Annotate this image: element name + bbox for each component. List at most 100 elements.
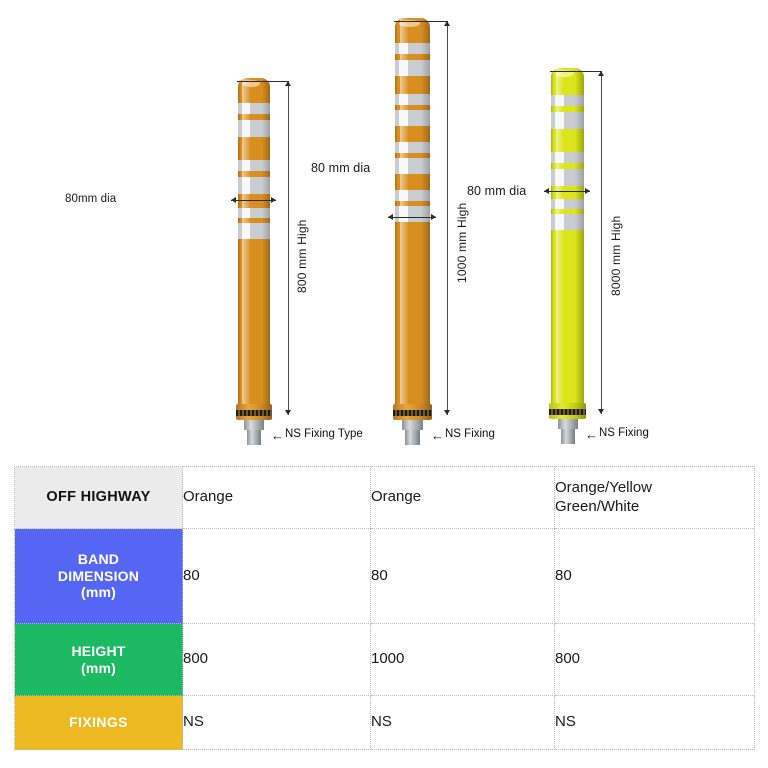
cell-band-col1: 80 <box>182 528 371 624</box>
bollard-3-band-6 <box>551 214 584 230</box>
bollard-3-height-arrow-top <box>598 71 604 76</box>
bollard-3-fixing-label: NS Fixing <box>599 427 649 439</box>
bollard-1-right-shade <box>261 78 270 406</box>
bollard-2-height-line <box>447 21 448 415</box>
height-header-line1: HEIGHT <box>71 642 126 659</box>
bollard-3-right-shade <box>575 68 584 405</box>
bollard-2-dia-arrow-right <box>431 214 436 220</box>
bollard-3-gloss-highlight <box>555 68 563 405</box>
table-row-band-dimension: BAND DIMENSION (mm) 80 80 80 <box>14 528 755 624</box>
bollard-3-dia-line <box>544 191 590 192</box>
bollard-1-band-6 <box>238 223 270 239</box>
cell-off-highway-col3-line1: Orange/Yellow <box>555 479 653 497</box>
bollard-1-gloss-highlight <box>242 78 250 406</box>
bollard-3-dia-arrow-left <box>544 188 549 194</box>
row-header-off-highway: OFF HIGHWAY <box>14 466 183 529</box>
bollard-3-band-5 <box>551 199 584 209</box>
bollard-3-fixing-arrow: ← <box>585 427 598 442</box>
bollard-2-band-7 <box>395 190 430 201</box>
bollard-2-cap-highlight <box>399 20 420 27</box>
bollard-2-socket-upper <box>402 420 423 430</box>
specification-table: OFF HIGHWAY Orange Orange Orange/Yellow … <box>14 466 755 750</box>
bollard-2-post <box>395 18 430 406</box>
bollard-1-post <box>238 78 270 406</box>
bollard-2-dia-label: 80 mm dia <box>311 161 371 175</box>
bollard-2-socket-lower <box>405 430 420 445</box>
bollard-3-top-extension <box>550 71 602 72</box>
bollard-diagram-area: 80mm dia 800 mm High ← NS Fixing Type <box>65 18 741 448</box>
cell-height-col3: 800 <box>554 623 755 696</box>
table-row-fixings: FIXINGS NS NS NS <box>14 695 755 750</box>
cell-off-highway-col3: Orange/Yellow Green/White <box>554 466 755 529</box>
bollard-3-post <box>551 68 584 405</box>
bollard-1-dia-line <box>231 200 276 201</box>
bollard-3-band-2 <box>551 112 584 129</box>
row-header-fixings: FIXINGS <box>14 695 183 750</box>
cell-off-highway-col3-line2: Green/White <box>555 497 640 515</box>
row-header-height: HEIGHT (mm) <box>14 623 183 696</box>
bollard-1-band-4 <box>238 177 270 194</box>
bollard-2-band-6 <box>395 158 430 174</box>
bollard-2-band-1 <box>395 43 430 54</box>
bollard-1-band-1 <box>238 103 270 114</box>
bollard-2-height-arrow-bottom <box>444 410 450 415</box>
bollard-1-band-5 <box>238 208 270 218</box>
cell-off-highway-col2: Orange <box>370 466 555 529</box>
bollard-2-dia-line <box>388 217 436 218</box>
bollard-1-dia-label: 80mm dia <box>65 193 117 205</box>
bollard-1-height-arrow-top <box>285 81 291 86</box>
table-row-off-highway: OFF HIGHWAY Orange Orange Orange/Yellow … <box>14 466 755 529</box>
bollard-2-group: 80 mm dia 1000 mm High ← NS Fixing <box>311 18 585 448</box>
bollard-3-band-1 <box>551 95 584 106</box>
band-header-line1: BAND <box>77 551 120 568</box>
bollard-1-dia-arrow-left <box>231 197 236 203</box>
bollard-1-fixing-label: NS Fixing Type <box>285 428 363 440</box>
bollard-2-fixing-arrow: ← <box>431 428 444 443</box>
bollard-3-band-4 <box>551 169 584 186</box>
bollard-1-dia-arrow-right <box>271 197 276 203</box>
band-header-line2: DIMENSION <box>57 567 140 584</box>
bollard-3-band-3 <box>551 152 584 163</box>
table-row-height: HEIGHT (mm) 800 1000 800 <box>14 623 755 696</box>
bollard-1-left-edge-shade <box>238 78 241 406</box>
bollard-1-height-label: 800 mm High <box>295 219 309 293</box>
bollard-2-band-2 <box>395 60 430 76</box>
bollard-2-base-collar <box>393 404 432 420</box>
bollard-2-band-3 <box>395 94 430 105</box>
bollard-3-base-collar <box>549 403 586 419</box>
bollard-3-socket-lower <box>561 429 575 444</box>
cell-height-col2: 1000 <box>370 623 555 696</box>
cell-band-col3: 80 <box>554 528 755 624</box>
bollard-1-height-line <box>288 81 289 415</box>
cell-fixings-col3: NS <box>554 695 755 750</box>
bollard-2-band-5 <box>395 142 430 153</box>
band-header-line3: (mm) <box>80 584 117 601</box>
bollard-2-band-4 <box>395 110 430 126</box>
row-header-band-dimension: BAND DIMENSION (mm) <box>14 528 183 624</box>
bollard-3-height-label: 8000 mm High <box>609 215 623 296</box>
bollard-2-band-8 <box>395 206 430 222</box>
bollard-3-dia-arrow-right <box>585 188 590 194</box>
cell-height-col1: 800 <box>182 623 371 696</box>
height-header-line2: (mm) <box>80 659 117 676</box>
bollard-3-left-edge-shade <box>551 68 554 405</box>
bollard-1-band-2 <box>238 120 270 137</box>
bollard-3-dia-label: 80 mm dia <box>467 184 527 198</box>
bollard-2-top-extension <box>394 21 448 22</box>
bollard-3-cap-highlight <box>554 70 575 77</box>
bollard-3-height-arrow-bottom <box>598 409 604 414</box>
cell-fixings-col2: NS <box>370 695 555 750</box>
cell-band-col2: 80 <box>370 528 555 624</box>
bollard-1-fixing-arrow: ← <box>271 428 284 443</box>
bollard-1-top-extension <box>237 81 289 82</box>
bollard-1-band-3 <box>238 160 270 171</box>
bollard-2-dia-arrow-left <box>388 214 393 220</box>
bollard-2-height-label: 1000 mm High <box>455 202 469 283</box>
bollard-1-base-collar <box>236 404 272 420</box>
bollard-3-socket-upper <box>558 419 578 429</box>
bollard-1-height-arrow-bottom <box>285 410 291 415</box>
bollard-1-socket-lower <box>247 430 261 445</box>
bollard-3-height-line <box>601 71 602 414</box>
bollard-3-group: 80 mm dia 8000 mm High ← NS Fixing <box>467 68 741 448</box>
